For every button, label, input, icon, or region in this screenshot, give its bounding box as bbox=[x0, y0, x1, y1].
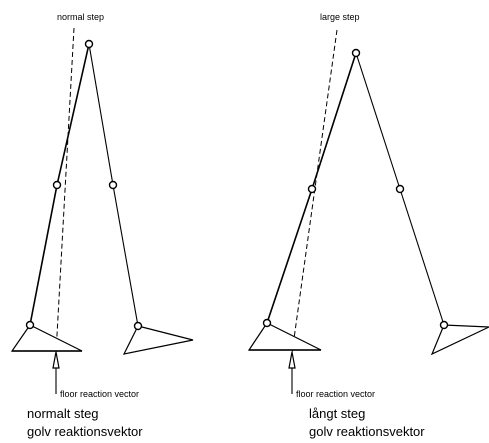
floor-reaction-arrowhead bbox=[52, 351, 60, 369]
swing-ankle-joint bbox=[439, 320, 449, 330]
stance-shank bbox=[29, 184, 58, 326]
stance-shank bbox=[266, 188, 313, 324]
large-step-vector-label: floor reaction vector bbox=[296, 389, 375, 399]
normal-step-caption-line2: golv reaktionsvektor bbox=[27, 424, 143, 439]
floor-reaction-vector-line bbox=[55, 27, 75, 354]
normal-step-figure: normal step floor reaction vector normal… bbox=[10, 12, 194, 439]
large-step-title: large step bbox=[320, 12, 360, 22]
stance-ankle-joint bbox=[262, 318, 272, 328]
large-step-figure: large step floor reaction vector långt s… bbox=[247, 12, 489, 439]
large-step-caption-line1: långt steg bbox=[309, 406, 365, 421]
stance-foot bbox=[10, 324, 83, 352]
stance-thigh bbox=[56, 43, 90, 186]
swing-foot bbox=[122, 325, 194, 355]
large-step-caption-line2: golv reaktionsvektor bbox=[309, 424, 425, 439]
hip-joint bbox=[84, 39, 94, 49]
stance-knee-joint bbox=[52, 180, 62, 190]
swing-shank bbox=[399, 188, 445, 326]
normal-step-caption-line1: normalt steg bbox=[27, 406, 99, 421]
stance-foot bbox=[247, 322, 322, 351]
hip-joint bbox=[351, 48, 361, 58]
stance-thigh bbox=[311, 52, 357, 190]
swing-foot bbox=[430, 324, 489, 356]
floor-reaction-arrowhead bbox=[288, 351, 296, 369]
swing-knee-joint bbox=[108, 180, 118, 190]
normal-step-vector-label: floor reaction vector bbox=[60, 389, 139, 399]
swing-shank bbox=[112, 184, 139, 327]
normal-step-title: normal step bbox=[57, 12, 104, 22]
swing-thigh bbox=[355, 52, 401, 190]
swing-knee-joint bbox=[395, 184, 405, 194]
swing-thigh bbox=[88, 43, 114, 186]
stance-knee-joint bbox=[307, 184, 317, 194]
stance-ankle-joint bbox=[25, 320, 35, 330]
swing-ankle-joint bbox=[133, 321, 143, 331]
